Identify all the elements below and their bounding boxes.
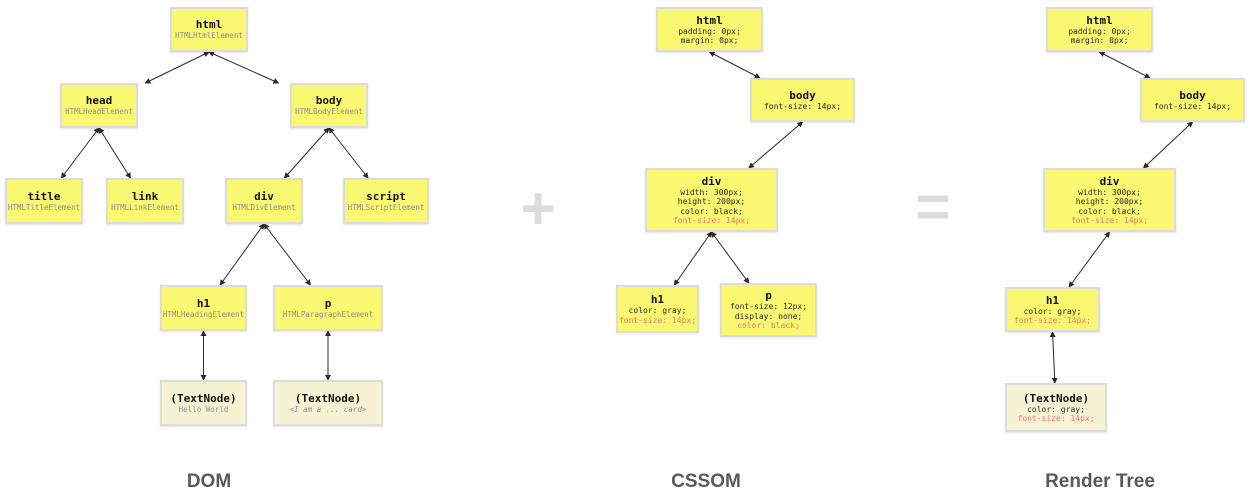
tree-edge-cssom-body-div — [748, 121, 804, 169]
node-tag-name: h1 — [1045, 293, 1060, 307]
node-subtitle: HTMLLinkElement — [111, 202, 179, 212]
node-tag-name: (TextNode) — [1022, 391, 1090, 405]
node-tag-name: div — [701, 174, 722, 188]
node-tag-name: title — [27, 189, 61, 203]
node-subtitle: HTMLHeadElement — [65, 107, 133, 116]
tree-edge-render-tree-html-body — [1098, 51, 1151, 79]
node-css-property: font-size: 14px; — [1153, 101, 1232, 111]
tree-node-render-tree-textnode: (TextNode)color: gray;font-size: 14px; — [1005, 383, 1107, 432]
node-tag-name: head — [85, 94, 113, 107]
cssom-tree-label: CSSOM — [671, 471, 741, 492]
node-css-property: font-size: 12px; — [729, 302, 808, 312]
node-css-property: color: black; — [680, 206, 743, 216]
dom-tree-label: DOM — [186, 471, 232, 492]
node-subtitle: HTMLScriptElement — [347, 202, 425, 212]
tree-edge-cssom-div-p — [710, 231, 750, 284]
node-css-property-inherited: font-size: 14px; — [1017, 414, 1095, 423]
node-tag-name: (TextNode) — [294, 391, 362, 405]
node-tag-name: body — [315, 94, 343, 107]
node-tag-name: link — [131, 189, 159, 203]
node-css-property-inherited: font-size: 14px; — [618, 315, 697, 325]
node-tag-name: body — [1179, 88, 1206, 102]
tree-edge-cssom-div-h1 — [673, 231, 713, 286]
node-css-property: color: gray; — [628, 306, 687, 315]
render-tree-label: Render Tree — [1045, 471, 1155, 492]
tree-edge-cssom-html-body — [708, 51, 761, 79]
tree-edge-dom-div-p — [263, 223, 312, 286]
tree-edge-dom-body-div — [283, 127, 330, 179]
node-css-property-inherited: color: black; — [737, 321, 800, 331]
node-css-property: margin: 0px; — [680, 36, 739, 45]
node-css-property: font-size: 14px; — [763, 101, 842, 111]
node-tag-name: body — [789, 88, 816, 102]
tree-edge-dom-html-body — [208, 51, 280, 84]
node-tag-name: p — [324, 296, 332, 310]
node-css-property: margin: 0px; — [1070, 36, 1129, 45]
plus-operator: + — [520, 175, 556, 242]
node-tag-name: (TextNode) — [170, 391, 237, 405]
node-subtitle: HTMLParagraphElement — [282, 309, 374, 319]
node-tag-name: p — [765, 289, 772, 303]
node-subtitle: HTMLDivElement — [232, 202, 296, 212]
node-css-property: padding: 0px; — [678, 26, 741, 36]
node-subtitle: <I am a ... card> — [289, 404, 367, 414]
node-css-property: color: black; — [1078, 206, 1141, 216]
node-css-property: padding: 0px; — [1068, 26, 1131, 36]
node-tag-name: html — [696, 13, 723, 27]
node-subtitle: HTMLTitleElement — [7, 202, 81, 212]
node-css-property: width: 300px; — [1078, 187, 1141, 197]
node-tag-name: h1 — [650, 293, 665, 306]
node-tag-name: h1 — [196, 296, 211, 310]
node-tag-name: div — [254, 189, 274, 203]
node-css-property: height: 200px; — [677, 197, 746, 206]
node-subtitle: HTMLHeadingElement — [162, 309, 245, 319]
tree-node-dom-textnode-p: (TextNode)<I am a ... card> — [273, 380, 383, 426]
equals-operator: = — [915, 173, 951, 240]
node-css-property: color: gray; — [1027, 404, 1085, 414]
node-css-property-inherited: font-size: 14px; — [1013, 316, 1092, 325]
node-tag-name: div — [1099, 174, 1120, 188]
node-css-property: color: gray; — [1023, 306, 1082, 316]
node-tag-name: html — [1086, 13, 1113, 27]
node-tag-name: html — [195, 18, 223, 31]
node-subtitle: Hello World — [178, 404, 229, 414]
tree-edge-dom-body-script — [328, 127, 369, 179]
tree-edge-render-tree-div-h1 — [1068, 231, 1111, 288]
tree-edge-render-tree-h1-textnode — [1049, 331, 1058, 384]
node-css-property-inherited: font-size: 14px; — [1070, 216, 1149, 225]
node-tag-name: script — [366, 189, 406, 203]
node-css-property: display: none; — [734, 311, 803, 321]
node-subtitle: HTMLBodyElement — [295, 107, 363, 116]
node-css-property: height: 200px; — [1075, 197, 1144, 206]
tree-edge-dom-head-title — [60, 127, 100, 179]
tree-edge-dom-div-h1 — [219, 223, 265, 286]
node-css-property: width: 300px; — [680, 187, 743, 197]
tree-edge-render-tree-body-div — [1142, 121, 1194, 169]
tree-node-dom-textnode-h1: (TextNode)Hello World — [160, 380, 247, 426]
tree-edge-dom-html-head — [144, 51, 210, 84]
node-css-property-inherited: font-size: 14px; — [672, 216, 751, 225]
node-subtitle: HTMLHtmlElement — [175, 31, 243, 40]
tree-edge-dom-head-link — [98, 127, 131, 179]
